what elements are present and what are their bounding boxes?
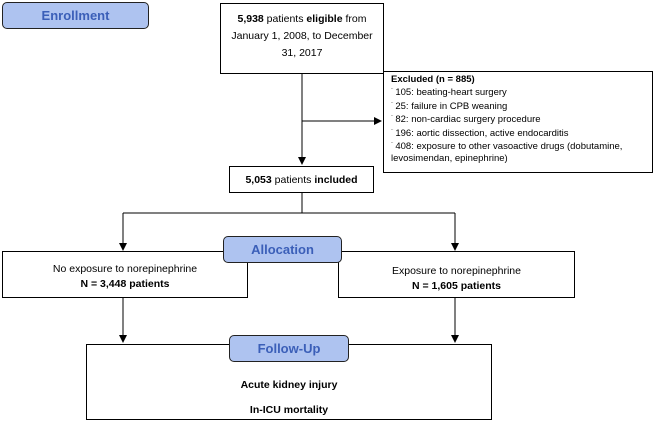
outcomes-box: Acute kidney injury In-ICU mortality: [86, 344, 492, 420]
allocation-label-text: Allocation: [251, 242, 314, 257]
excluded-item-text: 82: non-cardiac surgery procedure: [395, 114, 541, 126]
no-exposure-title: No exposure to norepinephrine: [52, 263, 198, 275]
bullet-icon: ¨: [391, 115, 394, 123]
eligible-count: 5,938: [237, 13, 264, 25]
follow-up-label-text: Follow-Up: [257, 341, 321, 356]
included-text: patients: [271, 174, 315, 186]
outcome-aki: Acute kidney injury: [240, 379, 338, 391]
exposure-n: N = 1,605 patients: [412, 280, 501, 292]
no-exposure-n: N = 3,448 patients: [80, 278, 170, 290]
eligible-text-a: patients: [263, 13, 307, 25]
included-box: 5,053 patients included: [229, 166, 374, 193]
exposure-box: Exposure to norepinephrine N = 1,605 pat…: [338, 251, 575, 298]
enrollment-stage-label: Enrollment: [2, 2, 149, 29]
excluded-list: ¨105: beating-heart surgery¨25: failure …: [391, 86, 648, 153]
eligible-bold-word: eligible: [306, 13, 343, 25]
excluded-item: ¨105: beating-heart surgery: [391, 86, 648, 99]
excluded-item-text: 25: failure in CPB weaning: [395, 100, 508, 112]
included-bold-word: included: [314, 174, 358, 186]
bullet-icon: ¨: [391, 142, 394, 150]
follow-up-stage-label: Follow-Up: [229, 335, 349, 362]
excluded-title: Excluded (n = 885): [391, 74, 475, 85]
excluded-item-text: 408: exposure to other vasoactive drugs …: [395, 141, 623, 153]
excluded-item-text: 196: aortic dissection, active endocardi…: [395, 127, 569, 139]
bullet-icon: ¨: [391, 101, 394, 109]
enrollment-label-text: Enrollment: [41, 8, 110, 23]
eligible-box: 5,938 patients eligible from January 1, …: [220, 3, 384, 74]
excluded-item: ¨408: exposure to other vasoactive drugs…: [391, 140, 648, 153]
excluded-item: ¨82: non-cardiac surgery procedure: [391, 113, 648, 126]
no-exposure-box: No exposure to norepinephrine N = 3,448 …: [2, 251, 248, 298]
excluded-item: ¨196: aortic dissection, active endocard…: [391, 127, 648, 140]
eligible-text-b: from January 1, 2008, to December 31, 20…: [231, 13, 373, 59]
bullet-icon: ¨: [391, 128, 394, 136]
allocation-stage-label: Allocation: [223, 236, 342, 263]
excluded-box: Excluded (n = 885) ¨105: beating-heart s…: [383, 71, 653, 173]
excluded-item: ¨25: failure in CPB weaning: [391, 100, 648, 113]
excluded-item-text: 105: beating-heart surgery: [395, 87, 507, 99]
exposure-title: Exposure to norepinephrine: [391, 265, 521, 277]
included-count: 5,053: [245, 174, 272, 186]
excluded-continuation: levosimendan, epinephrine): [391, 153, 508, 165]
bullet-icon: ¨: [391, 88, 394, 96]
outcome-mortality: In-ICU mortality: [249, 404, 329, 416]
